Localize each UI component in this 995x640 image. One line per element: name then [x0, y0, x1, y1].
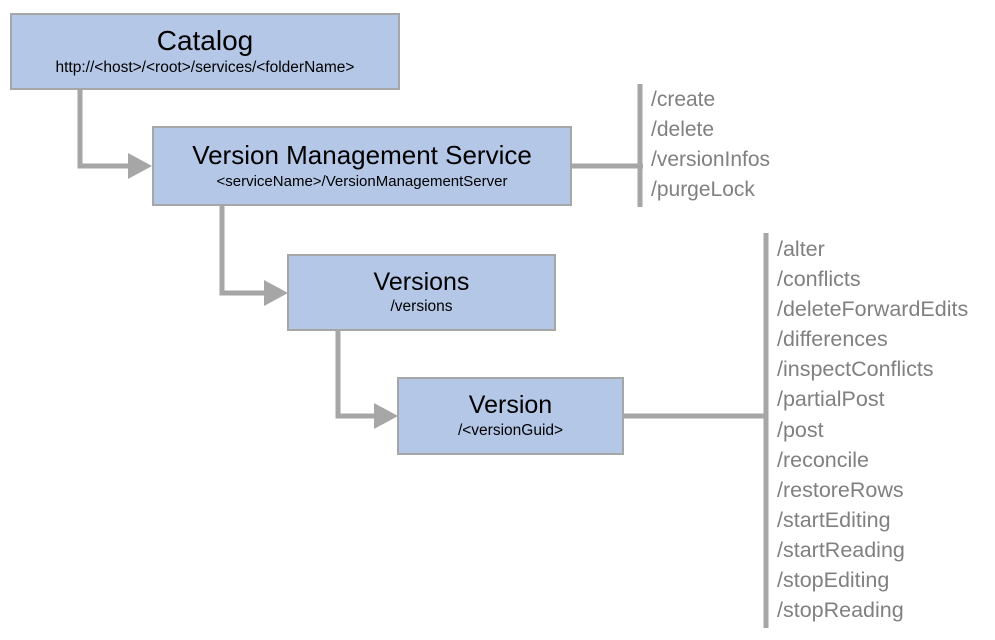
operation-item: /delete — [651, 118, 715, 141]
operation-item: /alter — [777, 237, 825, 261]
operation-item: /purgeLock — [651, 178, 755, 201]
operation-item: /post — [777, 417, 824, 442]
node-catalog-title: Catalog — [156, 25, 254, 57]
node-versions-subtitle: /versions — [390, 298, 453, 316]
operation-item: /startEditing — [777, 507, 891, 532]
operation-item: /inspectConflicts — [777, 357, 934, 382]
operation-item: /partialPost — [777, 387, 885, 412]
node-versions[interactable]: Versions /versions — [287, 254, 556, 331]
connector-vms-to-operations — [572, 84, 643, 207]
operation-item: /deleteForwardEdits — [777, 297, 969, 322]
operation-item: /restoreRows — [777, 477, 904, 502]
operation-list-version-management-service: /create/delete/versionInfos/purgeLock — [651, 85, 770, 205]
operation-item: /startReading — [777, 537, 905, 562]
operation-item: /reconcile — [777, 447, 870, 472]
operation-item: /stopReading — [777, 598, 904, 623]
operation-item: /create — [651, 88, 716, 111]
node-version[interactable]: Version /<versionGuid> — [397, 377, 624, 455]
node-catalog[interactable]: Catalog http://<host>/<root>/services/<f… — [10, 13, 400, 90]
connector-version-to-operations — [624, 233, 769, 628]
operation-item: /differences — [777, 327, 888, 352]
operation-item: /stopEditing — [777, 568, 890, 593]
connector-vms-to-versions — [219, 206, 288, 306]
node-version-title: Version — [468, 391, 553, 420]
connector-catalog-to-vms — [77, 90, 152, 179]
operation-list-version: /alter/conflicts/deleteForwardEdits/diff… — [777, 234, 968, 625]
node-catalog-subtitle: http://<host>/<root>/services/<folderNam… — [55, 58, 355, 76]
operation-item: /versionInfos — [651, 148, 771, 171]
node-version-management-service-title: Version Management Service — [192, 140, 532, 171]
operation-item: /conflicts — [777, 267, 861, 292]
node-version-subtitle: /<versionGuid> — [457, 421, 564, 439]
node-version-management-service-subtitle: <serviceName>/VersionManagementServer — [216, 172, 508, 190]
node-versions-title: Versions — [373, 267, 470, 296]
node-version-management-service[interactable]: Version Management Service <serviceName>… — [152, 126, 572, 206]
connector-versions-to-version — [335, 331, 398, 429]
